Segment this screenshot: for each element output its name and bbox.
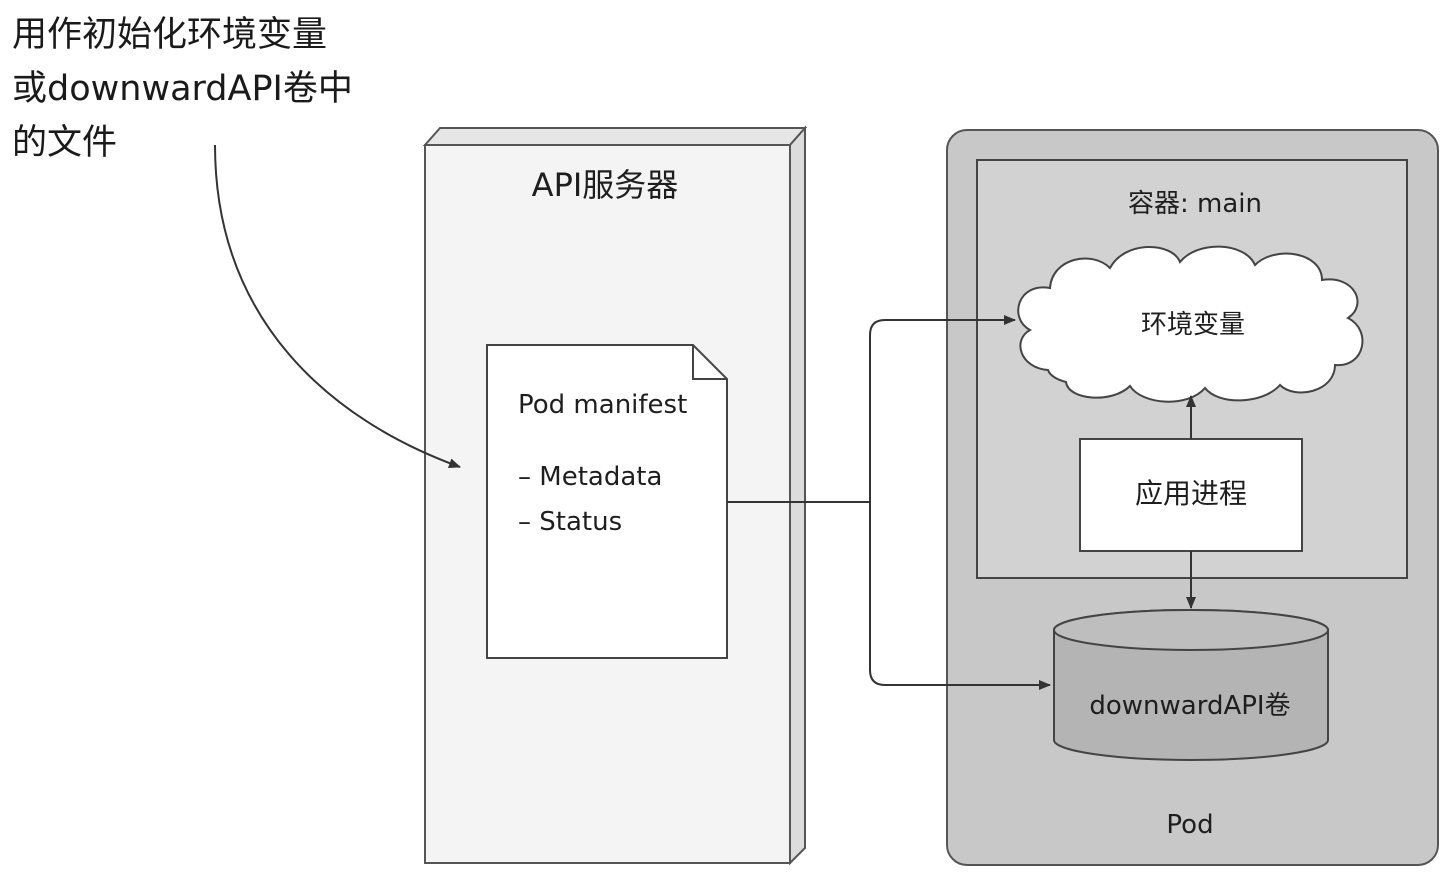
manifest-to-volume-arrow: [869, 502, 1051, 690]
manifest-item-metadata: – Metadata: [518, 462, 663, 492]
app-process-label: 应用进程: [1134, 477, 1248, 510]
downward-api-volume-label: downwardAPI卷: [1089, 691, 1291, 721]
manifest-item-status: – Status: [518, 507, 623, 537]
pod-manifest-document: [486, 344, 728, 659]
downward-api-volume: [1053, 609, 1329, 761]
manifest-connector-line: [727, 315, 1016, 503]
annotation-text: 用作初始化环境变量 或downwardAPI卷中 的文件: [12, 8, 392, 170]
pod-label: Pod: [1166, 810, 1214, 840]
manifest-title: Pod manifest: [518, 390, 688, 420]
env-vars-cloud: [1017, 245, 1364, 403]
annotation-line: 或downwardAPI卷中: [12, 69, 353, 109]
annotation-arrow: [214, 144, 461, 468]
app-process-box: [1079, 438, 1303, 552]
api-server-title: API服务器: [531, 166, 679, 204]
container-title: 容器: main: [1128, 189, 1262, 219]
annotation-line: 的文件: [12, 123, 118, 163]
annotation-line: 用作初始化环境变量: [12, 15, 328, 55]
env-vars-label: 环境变量: [1140, 310, 1246, 340]
